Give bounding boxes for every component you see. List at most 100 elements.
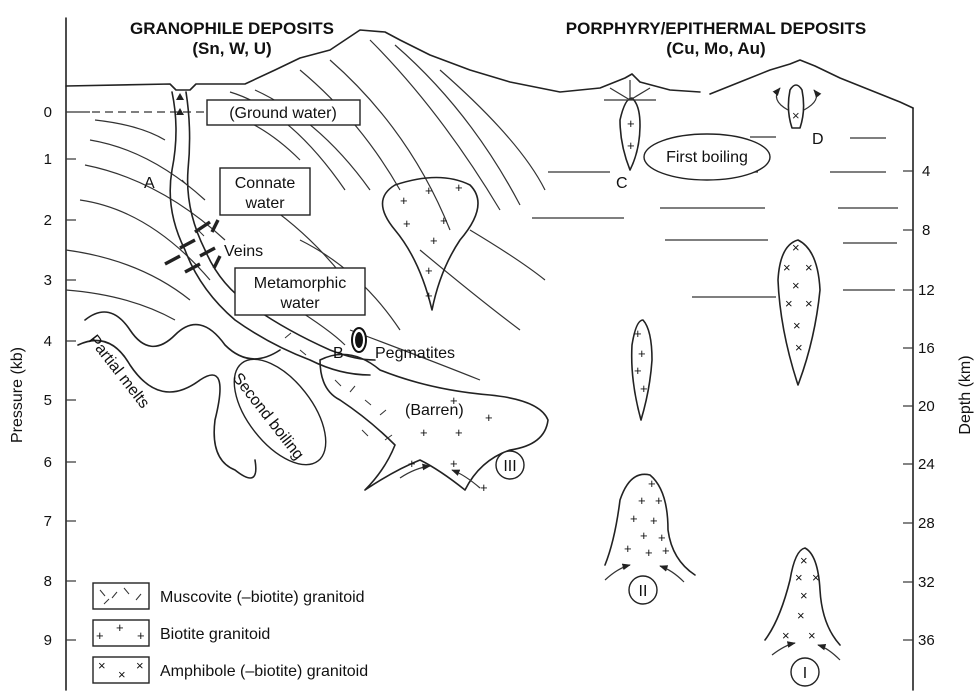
connate-water-label-2: water — [244, 195, 285, 212]
svg-text:+: + — [638, 346, 646, 361]
depth-tick: 32 — [918, 574, 935, 591]
svg-text:+: + — [630, 511, 638, 526]
right-title: PORPHYRY/EPITHERMAL DEPOSITS — [566, 19, 866, 38]
svg-text:+: + — [640, 381, 648, 396]
svg-text:×: × — [805, 260, 813, 275]
svg-text:+: + — [650, 513, 658, 528]
pressure-tick: 5 — [44, 392, 52, 409]
pressure-tick: 6 — [44, 454, 52, 471]
porphyry-c-body — [620, 98, 640, 170]
svg-text:×: × — [785, 296, 793, 311]
depth-tick: 4 — [922, 163, 930, 180]
svg-text:+: + — [425, 288, 433, 303]
pressure-tick: 8 — [44, 573, 52, 590]
svg-text:+: + — [640, 528, 648, 543]
svg-text:×: × — [793, 318, 801, 333]
stock-ii-arrow-left — [605, 565, 630, 580]
pressure-axis-label: Pressure (kb) — [9, 347, 26, 443]
svg-text:+: + — [645, 545, 653, 560]
roman-2-label: II — [639, 583, 648, 600]
svg-text:+: + — [137, 628, 145, 643]
ground-water-label: (Ground water) — [229, 105, 337, 122]
legend: Muscovite (–biotite) granitoid + + + Bioti… — [93, 583, 368, 683]
svg-text:+: + — [420, 425, 428, 440]
svg-text:×: × — [98, 658, 106, 673]
svg-text:+: + — [116, 620, 124, 635]
svg-text:+: + — [627, 138, 635, 153]
point-c-label: C — [616, 175, 628, 192]
legend-item-amphibole: × × × Amphibole (–biotite) granitoid — [93, 657, 368, 683]
right-subtitle: (Cu, Mo, Au) — [666, 39, 765, 58]
depth-axis-label: Depth (km) — [957, 355, 974, 434]
point-a-label: A — [144, 175, 155, 192]
depth-tick: 36 — [918, 632, 935, 649]
metamorphic-water-label-1: Metamorphic — [254, 275, 346, 292]
roman-1-label: I — [803, 665, 807, 682]
pressure-tick: 2 — [44, 212, 52, 229]
amphibole-stock-i-marks: ××× ×××× — [782, 553, 820, 643]
svg-text:+: + — [408, 456, 416, 471]
porphyry-c-marks: ++ — [627, 116, 635, 153]
depth-tick: 28 — [918, 515, 935, 532]
svg-text:+: + — [430, 233, 438, 248]
svg-text:×: × — [792, 240, 800, 255]
pressure-tick: 9 — [44, 632, 52, 649]
surface-profile-right — [710, 60, 913, 108]
biotite-stock-ii-marks: +++ +++ +++ + — [624, 476, 670, 560]
biotite-pluton-upper-marks: +++ +++ ++ — [400, 180, 463, 303]
pressure-tick: 3 — [44, 272, 52, 289]
point-d-label: D — [812, 131, 824, 148]
svg-text:+: + — [662, 543, 670, 558]
depth-tick: 12 — [918, 282, 935, 299]
svg-text:×: × — [797, 608, 805, 623]
svg-text:+: + — [638, 493, 646, 508]
svg-text:+: + — [425, 183, 433, 198]
stock-i-arrow-right — [818, 645, 840, 660]
legend-label-muscovite: Muscovite (–biotite) granitoid — [160, 589, 365, 606]
connate-water-label-1: Connate — [235, 175, 296, 192]
surface-profile-left — [66, 30, 700, 92]
veins-label: Veins — [224, 243, 263, 260]
svg-text:×: × — [800, 588, 808, 603]
left-subtitle: (Sn, W, U) — [192, 39, 271, 58]
depth-tick: 20 — [918, 398, 935, 415]
svg-text:+: + — [485, 410, 493, 425]
svg-text:+: + — [480, 480, 488, 495]
metamorphic-water-label-2: water — [279, 295, 320, 312]
svg-text:+: + — [634, 363, 642, 378]
svg-text:+: + — [403, 216, 411, 231]
svg-text:+: + — [627, 116, 635, 131]
d-arrow-right — [804, 90, 816, 110]
d-arrow-left — [776, 88, 788, 110]
pressure-tick: 7 — [44, 513, 52, 530]
legend-label-amphibole: Amphibole (–biotite) granitoid — [160, 663, 368, 680]
svg-text:×: × — [118, 667, 126, 682]
stock-i-arrow-left — [772, 643, 795, 655]
legend-item-muscovite: Muscovite (–biotite) granitoid — [93, 583, 365, 609]
biotite-pluton-mid-marks: + + + + — [634, 326, 648, 396]
pegmatites-label: Pegmatites — [375, 345, 455, 362]
legend-label-biotite: Biotite granitoid — [160, 626, 270, 643]
svg-text:×: × — [136, 658, 144, 673]
depth-tick: 8 — [922, 222, 930, 239]
svg-text:+: + — [624, 541, 632, 556]
svg-text:+: + — [450, 393, 458, 408]
svg-text:×: × — [792, 278, 800, 293]
svg-text:+: + — [455, 180, 463, 195]
svg-text:+: + — [96, 628, 104, 643]
stock-ii-arrow-right — [660, 566, 684, 582]
roman-3-label: III — [503, 458, 516, 475]
svg-text:×: × — [783, 260, 791, 275]
svg-text:+: + — [655, 493, 663, 508]
partial-melts-label: Partial melts — [85, 332, 153, 412]
svg-text:+: + — [400, 193, 408, 208]
amphibole-pluton-upper-marks: ××× ××× ×× — [783, 240, 813, 355]
pressure-ticks: 0 1 2 3 4 5 6 7 8 9 — [44, 104, 90, 649]
svg-text:+: + — [455, 425, 463, 440]
pressure-tick: 0 — [44, 104, 52, 121]
legend-item-biotite: + + + Biotite granitoid — [93, 620, 270, 646]
svg-text:+: + — [648, 476, 656, 491]
svg-text:+: + — [634, 326, 642, 341]
svg-text:×: × — [808, 628, 816, 643]
